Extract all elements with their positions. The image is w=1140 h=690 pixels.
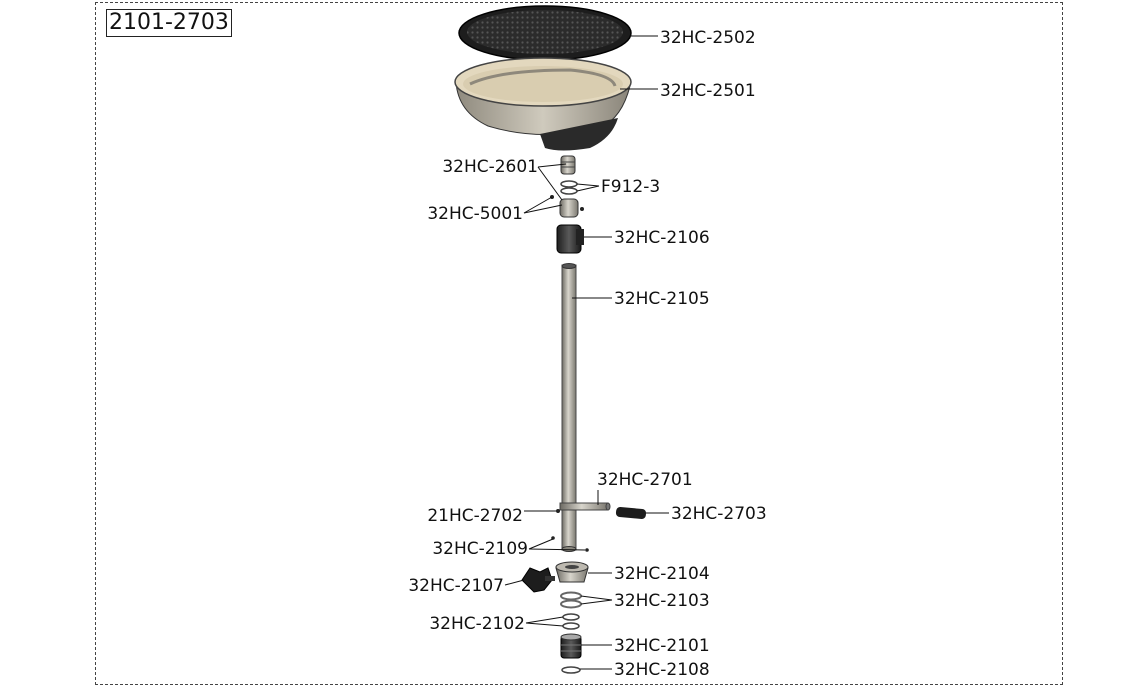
label-32hc-2101: 32HC-2101	[614, 636, 710, 656]
leader-lines	[504, 35, 669, 670]
label-32hc-2601: 32HC-2601	[442, 157, 538, 177]
pin-part	[556, 509, 560, 513]
label-32hc-2104: 32HC-2104	[614, 564, 710, 584]
label-32hc-2106: 32HC-2106	[614, 228, 710, 248]
label-32hc-2502: 32HC-2502	[660, 28, 756, 48]
washers-part	[560, 591, 582, 609]
grip-part	[615, 507, 647, 519]
label-32hc-2107: 32HC-2107	[408, 576, 504, 596]
side-arm-part	[559, 502, 611, 511]
drawing-border	[95, 2, 1063, 685]
label-32hc-2703: 32HC-2703	[671, 504, 767, 524]
label-32hc-2108: 32HC-2108	[614, 660, 710, 680]
lower-o-rings-part	[562, 613, 580, 630]
o-rings-part	[560, 180, 578, 195]
label-32hc-2103: 32HC-2103	[614, 591, 710, 611]
fitting-part	[560, 155, 576, 175]
collar-part	[555, 561, 589, 583]
tube-part	[561, 263, 577, 552]
label-32hc-5001: 32HC-5001	[427, 204, 523, 224]
label-21hc-2702: 21HC-2702	[427, 506, 523, 526]
label-32hc-2109: 32HC-2109	[432, 539, 528, 559]
bottom-o-ring-part	[561, 666, 581, 674]
label-32hc-2501: 32HC-2501	[660, 81, 756, 101]
clamp-part	[556, 224, 584, 254]
bottom-fitting-part	[560, 633, 582, 659]
bowl-part	[454, 57, 632, 151]
label-32hc-2105: 32HC-2105	[614, 289, 710, 309]
assembly-title: 2101-2703	[106, 9, 232, 37]
label-32hc-2102: 32HC-2102	[429, 614, 525, 634]
label-f912-3: F912-3	[601, 177, 660, 197]
knob-part	[521, 567, 555, 593]
coupling-part	[550, 195, 584, 218]
label-32hc-2701: 32HC-2701	[597, 470, 693, 490]
screen-part	[458, 5, 632, 61]
